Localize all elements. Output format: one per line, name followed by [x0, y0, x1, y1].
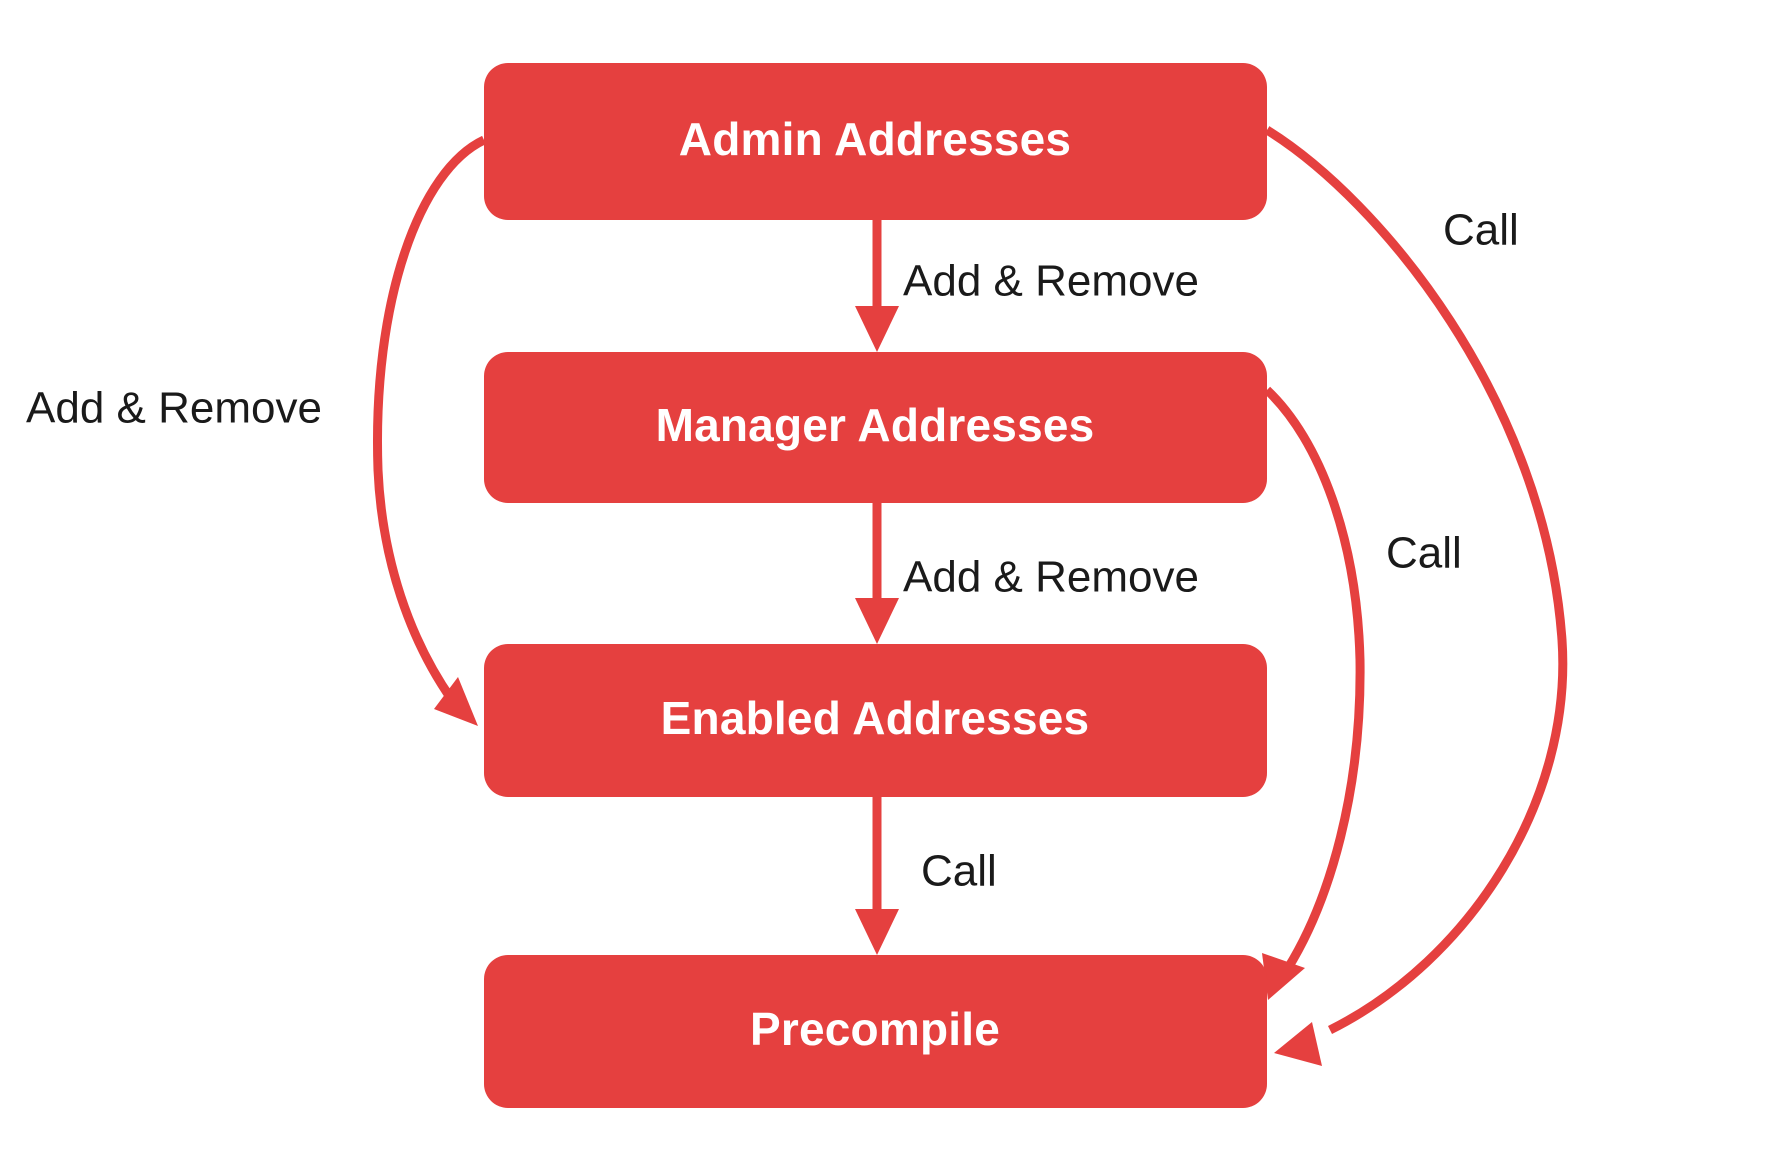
node-manager-addresses-label: Manager Addresses: [656, 399, 1095, 451]
node-precompile[interactable]: Precompile: [484, 955, 1267, 1108]
edge-manager-to-enabled-arrowhead: [855, 598, 899, 644]
edge-admin-to-manager: [855, 220, 899, 352]
edge-admin-to-precompile-arrowhead: [1274, 1022, 1322, 1066]
edge-manager-to-precompile-arrowhead: [1262, 953, 1305, 1000]
edge-label-admin-to-precompile: Call: [1443, 206, 1519, 255]
edge-admin-to-enabled: [373, 135, 486, 726]
edge-enabled-to-precompile-arrowhead: [855, 909, 899, 955]
edge-label-admin-to-manager: Add & Remove: [903, 257, 1199, 306]
node-enabled-addresses[interactable]: Enabled Addresses: [484, 644, 1267, 797]
node-admin-addresses-box[interactable]: [484, 63, 1267, 220]
node-admin-addresses[interactable]: Admin Addresses: [484, 63, 1267, 220]
node-enabled-addresses-box[interactable]: [484, 644, 1267, 797]
edge-admin-to-precompile: [1264, 126, 1568, 1066]
node-precompile-label: Precompile: [750, 1003, 1000, 1055]
edge-manager-to-enabled: [855, 503, 899, 644]
edge-admin-to-manager-arrowhead: [855, 306, 899, 352]
node-precompile-box[interactable]: [484, 955, 1267, 1108]
node-manager-addresses[interactable]: Manager Addresses: [484, 352, 1267, 503]
node-manager-addresses-box[interactable]: [484, 352, 1267, 503]
edge-label-admin-to-enabled: Add & Remove: [26, 384, 322, 433]
edge-manager-to-precompile: [1262, 386, 1365, 1000]
edge-enabled-to-precompile: [855, 797, 899, 955]
edge-manager-to-precompile-curve: [1263, 386, 1365, 971]
edge-admin-to-precompile-curve: [1264, 126, 1568, 1035]
edge-admin-to-enabled-arrowhead: [434, 677, 478, 726]
node-admin-addresses-label: Admin Addresses: [679, 113, 1071, 165]
node-enabled-addresses-label: Enabled Addresses: [661, 692, 1090, 744]
edge-admin-to-enabled-curve: [373, 135, 486, 703]
edge-label-enabled-to-precompile: Call: [921, 847, 997, 896]
edge-label-manager-to-enabled: Add & Remove: [903, 553, 1199, 602]
edge-label-manager-to-precompile: Call: [1386, 529, 1462, 578]
